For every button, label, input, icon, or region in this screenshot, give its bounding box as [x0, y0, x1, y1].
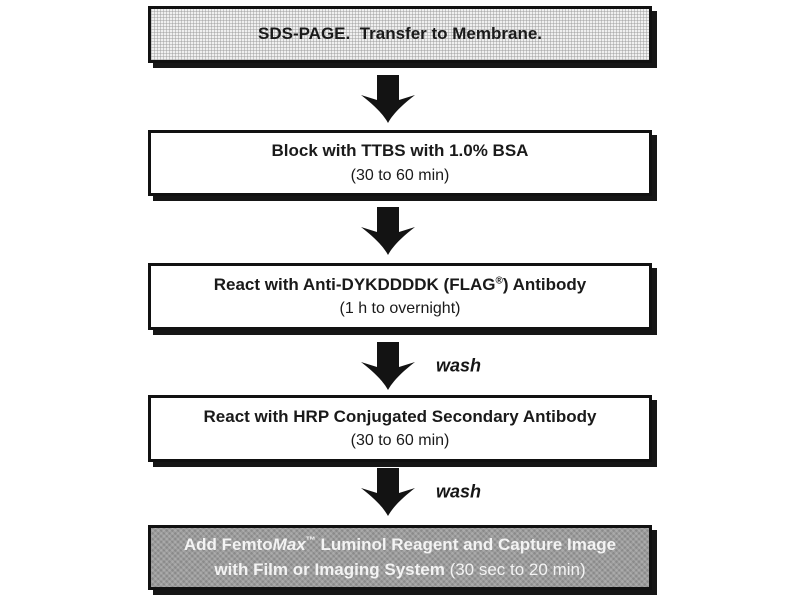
step-title: React with Anti-DYKDDDDK (FLAG®) Antibod… [214, 273, 587, 298]
step-title: Add FemtoMax™ Luminol Reagent and Captur… [184, 533, 616, 558]
trademark-symbol: ™ [305, 535, 316, 547]
step-title: Block with TTBS with 1.0% BSA [271, 141, 529, 161]
down-arrow-icon [361, 207, 415, 255]
down-arrow-icon [361, 468, 415, 516]
flow-arrow-2 [360, 207, 416, 255]
down-arrow-icon [361, 75, 415, 123]
step-title-text: Luminol Reagent and Capture Image [315, 534, 617, 554]
brand-name-italic: Max [272, 534, 306, 554]
step-box-block: Block with TTBS with 1.0% BSA (30 to 60 … [148, 130, 652, 196]
step-duration: (30 sec to 20 min) [449, 559, 586, 579]
step-box-detection: Add FemtoMax™ Luminol Reagent and Captur… [148, 525, 652, 590]
step-title: React with HRP Conjugated Secondary Anti… [203, 406, 597, 426]
step-title-text: React with Anti-DYKDDDDK (FLAG [213, 274, 496, 294]
step-duration: (30 to 60 min) [350, 166, 450, 184]
wash-label: wash [436, 355, 482, 376]
step-box-sds-page-transfer: SDS-PAGE. Transfer to Membrane. [148, 6, 652, 63]
step-box-primary-antibody: React with Anti-DYKDDDDK (FLAG®) Antibod… [148, 263, 652, 330]
step-duration: (30 to 60 min) [350, 432, 450, 450]
step-duration: (1 h to overnight) [339, 300, 461, 318]
flow-arrow-4: wash [360, 468, 481, 516]
registered-trademark-symbol: ® [495, 274, 503, 286]
step-box-secondary-antibody: React with HRP Conjugated Secondary Anti… [148, 395, 652, 462]
step-title: SDS-PAGE. Transfer to Membrane. [257, 24, 543, 44]
flow-arrow-3: wash [360, 342, 481, 390]
wash-label: wash [436, 481, 482, 502]
step-subtitle-text: with Film or Imaging System [214, 559, 450, 579]
step-subtitle: with Film or Imaging System (30 sec to 2… [214, 558, 585, 583]
step-title-text: Add Femto [183, 534, 273, 554]
step-title-text: ) Antibody [502, 274, 587, 294]
flow-arrow-1 [360, 75, 416, 123]
down-arrow-icon [361, 342, 415, 390]
